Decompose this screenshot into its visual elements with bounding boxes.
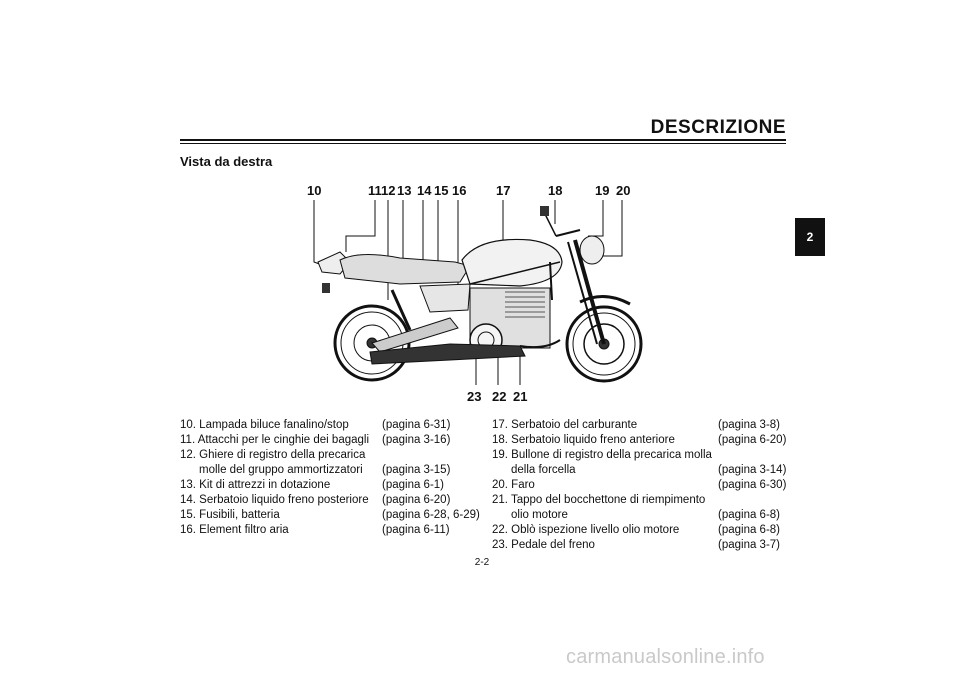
legend-item-10: 10. Lampada biluce fanalino/stop(pagina … bbox=[180, 419, 451, 431]
page-number: 2-2 bbox=[474, 557, 490, 568]
callout-13: 13 bbox=[397, 183, 412, 198]
callout-14: 14 bbox=[417, 183, 432, 198]
legend-item-14: 14. Serbatoio liquido freno posteriore(p… bbox=[180, 494, 451, 506]
legend-item-18: 18. Serbatoio liquido freno anteriore(pa… bbox=[492, 434, 787, 446]
legend-item-12: 12. Ghiere di registro della precarica bbox=[180, 449, 366, 461]
callout-16: 16 bbox=[452, 183, 467, 198]
legend-item-15: 15. Fusibili, batteria(pagina 6-28, 6-29… bbox=[180, 509, 480, 521]
callout-15: 15 bbox=[434, 183, 449, 198]
callout-22: 22 bbox=[492, 389, 507, 404]
motorcycle-illustration bbox=[313, 200, 643, 385]
header-rule-thick bbox=[180, 139, 786, 141]
header-rule-thin bbox=[180, 143, 786, 144]
callout-23: 23 bbox=[467, 389, 482, 404]
legend-item-21-cont: olio motore(pagina 6-8) bbox=[511, 509, 781, 521]
callout-17: 17 bbox=[496, 183, 511, 198]
legend-item-23: 23. Pedale del freno(pagina 3-7) bbox=[492, 539, 781, 551]
section-title: Vista da destra bbox=[180, 154, 273, 169]
callout-11: 11 bbox=[368, 183, 382, 198]
callout-21: 21 bbox=[513, 389, 528, 404]
legend-item-11: 11. Attacchi per le cinghie dei bagagli(… bbox=[180, 434, 451, 446]
callout-18: 18 bbox=[548, 183, 563, 198]
legend-item-13: 13. Kit di attrezzi in dotazione(pagina … bbox=[180, 479, 445, 491]
callout-10: 10 bbox=[307, 183, 322, 198]
legend-item-12-cont: molle del gruppo ammortizzatori(pagina 3… bbox=[199, 464, 451, 476]
chapter-tab: 2 bbox=[795, 218, 825, 256]
legend-item-16: 16. Element filtro aria(pagina 6-11) bbox=[180, 524, 450, 536]
legend-right-column: 17. Serbatoio del carburante(pagina 3-8)… bbox=[492, 418, 792, 553]
callout-12: 12 bbox=[381, 183, 396, 198]
callout-19: 19 bbox=[595, 183, 610, 198]
legend-left-column: 10. Lampada biluce fanalino/stop(pagina … bbox=[180, 418, 480, 538]
legend-item-19-cont: della forcella(pagina 3-14) bbox=[511, 464, 787, 476]
legend-item-22: 22. Oblò ispezione livello olio motore(p… bbox=[492, 524, 781, 536]
page-header-title: DESCRIZIONE bbox=[650, 117, 786, 138]
legend-item-19: 19. Bullone di registro della precarica … bbox=[492, 449, 712, 461]
legend-item-17: 17. Serbatoio del carburante(pagina 3-8) bbox=[492, 419, 781, 431]
callout-20: 20 bbox=[616, 183, 631, 198]
legend-item-21: 21. Tappo del bocchettone di riempimento bbox=[492, 494, 706, 506]
watermark-link[interactable]: carmanualsonline.info bbox=[566, 646, 765, 668]
legend-item-20: 20. Faro(pagina 6-30) bbox=[492, 479, 787, 491]
